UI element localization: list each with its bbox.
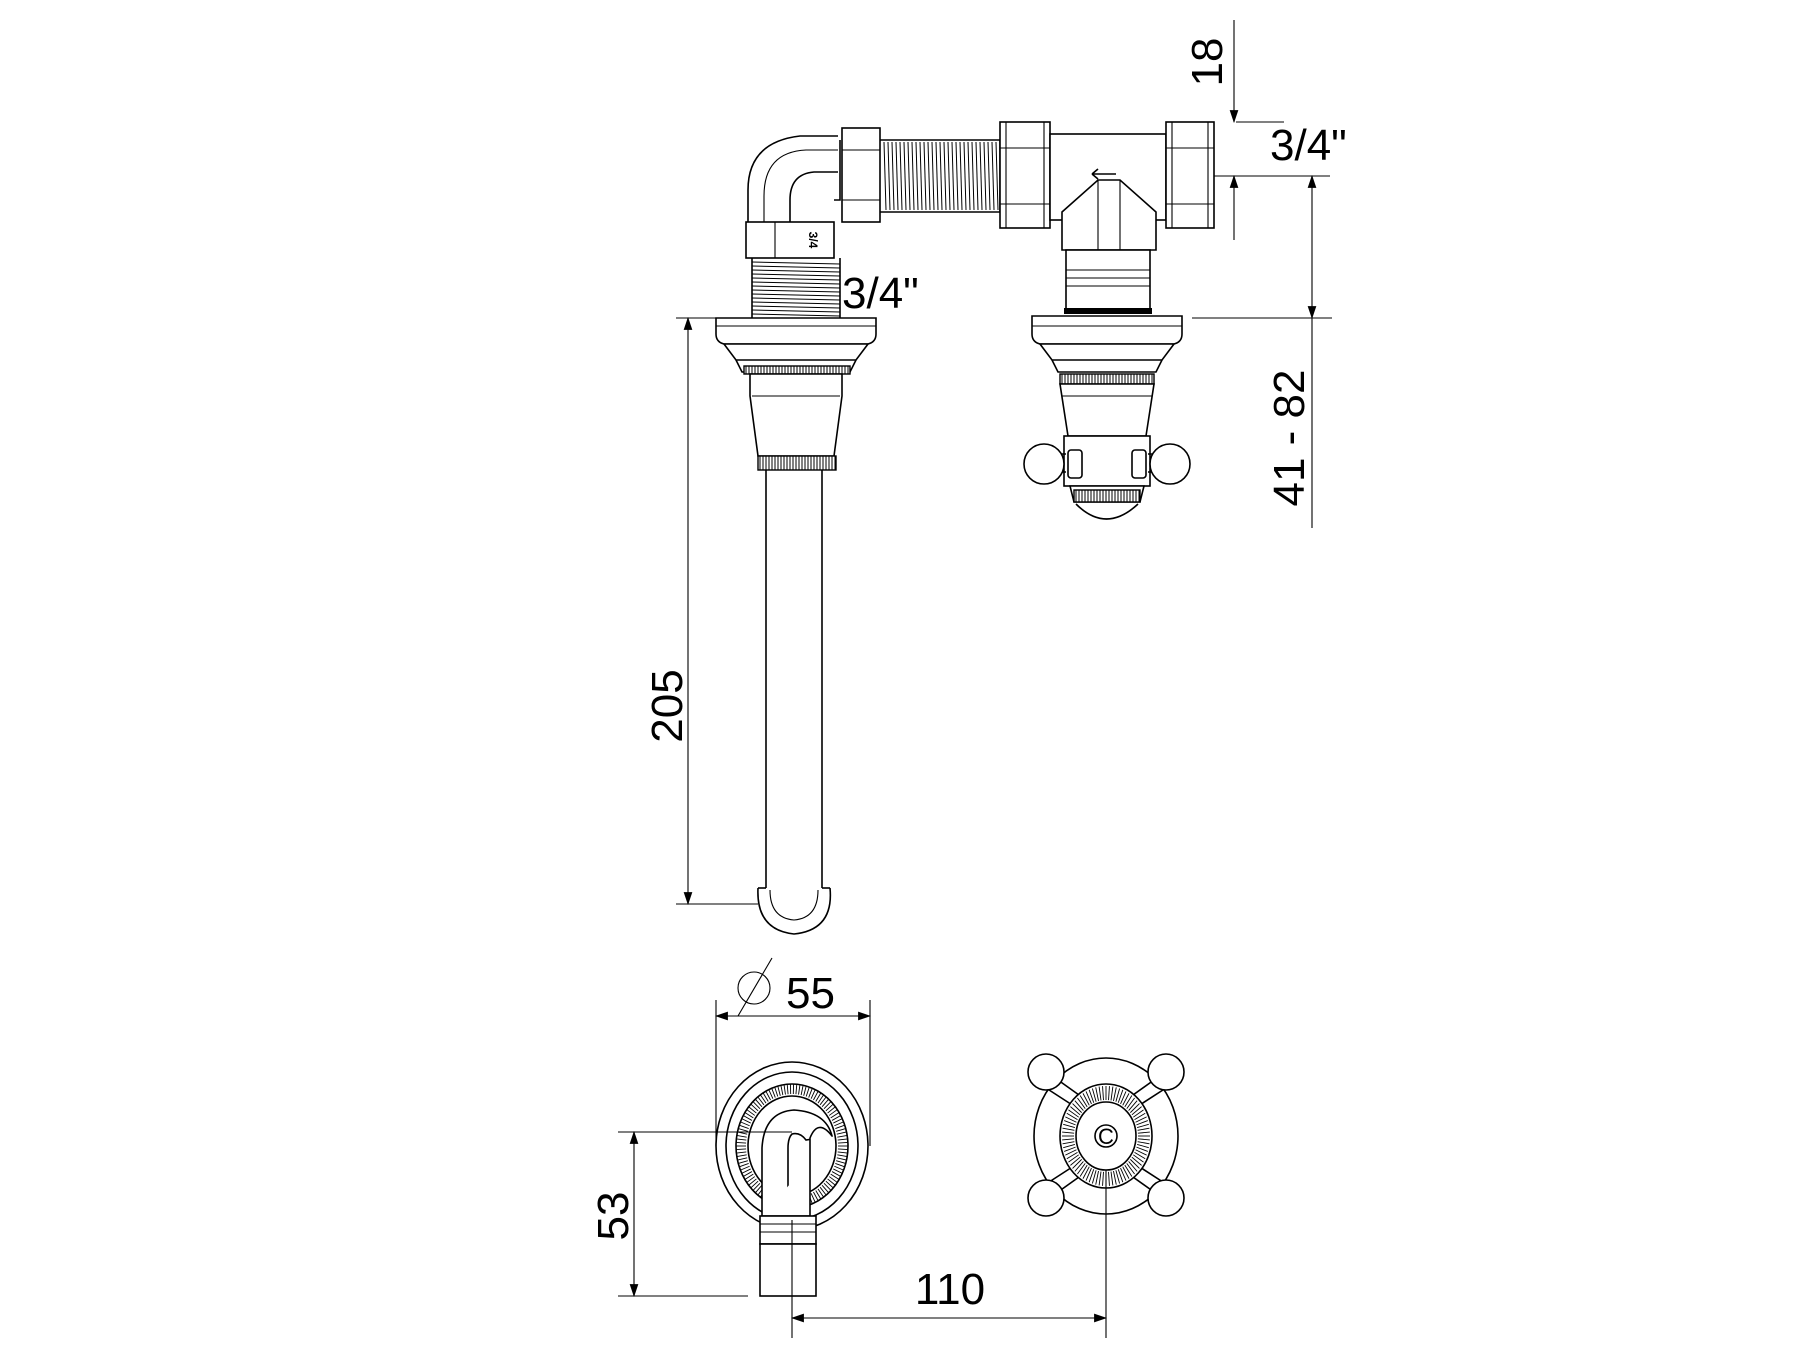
dim-thread-left: 3/4"	[842, 269, 919, 318]
front-view: C	[715, 1053, 1185, 1297]
diameter-symbol	[737, 957, 773, 1017]
dim-thread-right: 3/4"	[1270, 121, 1347, 170]
vertical-thread	[751, 258, 841, 318]
spout-front	[715, 1061, 869, 1297]
side-view: 3/4	[715, 121, 1215, 935]
spout-side: 3/4	[715, 135, 877, 935]
knurl-ring	[743, 365, 851, 375]
fitting-thread-label: 3/4	[806, 232, 820, 249]
dim-wall-range: 41 - 82	[1265, 370, 1314, 507]
horizontal-thread	[883, 141, 999, 211]
handle-knurl	[1062, 1086, 1150, 1186]
rose-knurl	[736, 1084, 848, 1208]
dim-outlet-height: 18	[1183, 38, 1232, 87]
knurl-ring	[1073, 489, 1141, 503]
dim-centre-distance: 110	[915, 1265, 985, 1314]
connection-pipe	[841, 127, 1001, 223]
handle-front: C	[1027, 1053, 1185, 1217]
dim-spout-projection: 205	[643, 669, 692, 742]
dim-rose-diameter: 55	[786, 969, 835, 1018]
knurl-ring	[757, 455, 837, 471]
top-dimensions: 18 3/4" 41 - 82 3/4" 205	[643, 20, 1347, 906]
bottom-dimensions: 55 53 110	[589, 957, 1108, 1338]
knurl-ring	[1059, 373, 1155, 385]
dim-spout-height: 53	[589, 1192, 638, 1241]
valve-side	[999, 121, 1215, 520]
handle-marker-label: C	[1098, 1124, 1114, 1149]
